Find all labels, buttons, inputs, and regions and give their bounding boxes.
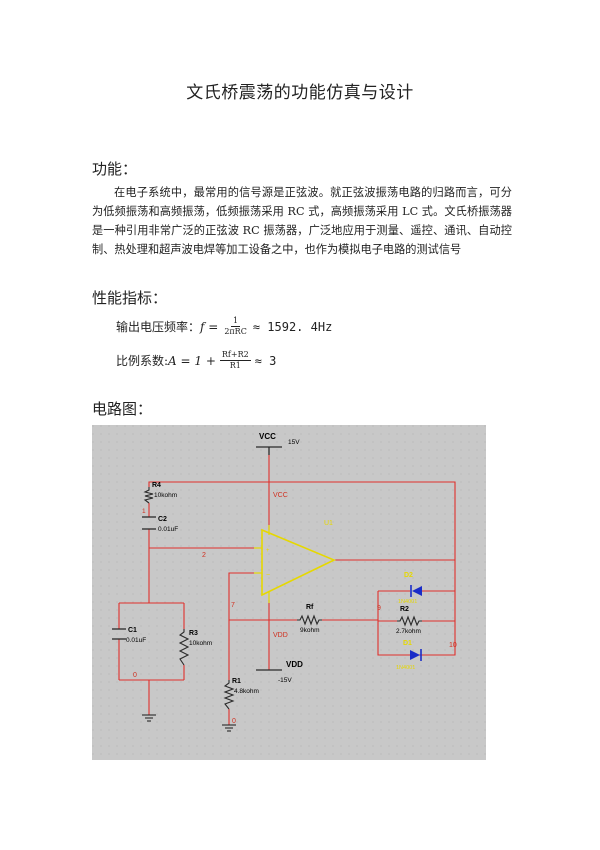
r1-resistor [223,680,235,710]
r4-value: 10kohm [154,492,177,499]
node7-label: 7 [231,602,235,609]
r3-resistor [178,629,190,666]
node9-label: 9 [377,605,381,612]
d1-part: 1N4001 [396,665,415,671]
d2-part: 1N4001 [398,599,417,605]
circuit-heading: 电路图： [92,400,153,418]
grid-background [92,425,486,760]
vdd-label: VDD [286,660,303,669]
performance-heading: 性能指标： [92,289,168,307]
formula-label: 比例系数: [116,354,169,368]
c1-capacitor [112,628,126,640]
r1-value: 4.8kohm [234,688,259,695]
formula-result: ≈ 3 [254,353,277,368]
r3-label: R3 [189,630,198,637]
vcc-label: VCC [259,432,276,441]
node2-label: 2 [202,552,206,559]
formula-lhs: A = 1 + [168,353,216,368]
node0a-label: 0 [133,672,137,679]
ground-symbol [222,724,236,732]
vcc-value: 15V [288,439,300,446]
fraction-denominator: 2πRC [224,327,247,336]
r2-resistor [397,615,422,627]
document-title: 文氏桥震荡的功能仿真与设计 [186,83,414,103]
svg-text:+: + [266,548,270,554]
fraction-denominator: R1 [229,361,241,370]
ground-symbol [142,714,156,722]
svg-text:−: − [266,572,270,579]
r1-label: R1 [232,678,241,685]
c1-value: 0.01uF [126,637,146,644]
c2-capacitor [142,516,156,530]
fraction-numerator: Rf+R2 [219,350,251,361]
fraction-numerator: 1 [231,316,241,327]
diode-d2 [410,585,422,597]
formula-label: 输出电压频率： [116,320,201,334]
d2-label: D2 [404,572,413,579]
node10-label: 10 [449,642,457,649]
vdd-value: -15V [278,677,292,684]
formula-lhs: f = [200,319,219,334]
r4-resistor [143,487,154,504]
node1-label: 1 [142,508,146,515]
frequency-formula: 输出电压频率： f = 1 2πRC ≈ 1592. 4Hz [116,316,332,337]
r2-label: R2 [400,606,409,613]
rf-value: 9kohm [300,627,320,634]
d1-label: D1 [403,640,412,647]
formula-result: ≈ 1592. 4Hz [252,319,333,334]
c1-label: C1 [128,627,137,634]
function-heading: 功能： [92,160,138,178]
vdd-net-label: VDD [273,632,288,639]
function-paragraph: 在电子系统中，最常用的信号源是正弦波。就正弦波振荡电路的归路而言，可分为低频振荡… [92,186,512,256]
circuit-diagram: + − VCC 15V VCC R4 10kohm C2 0.01uF 1 2 … [92,425,486,760]
rf-resistor [297,614,322,626]
vcc-supply [256,446,282,455]
vcc-net-label: VCC [273,492,288,499]
u1-label: U1 [324,520,333,527]
formula-fraction: Rf+R2 R1 [219,350,251,371]
node0b-label: 0 [232,718,236,725]
circuit-svg: + − VCC 15V VCC R4 10kohm C2 0.01uF 1 2 … [92,425,486,760]
opamp-u1: + − [254,525,336,603]
r3-value: 10kohm [189,640,212,647]
gain-formula: 比例系数: A = 1 + Rf+R2 R1 ≈ 3 [116,350,276,371]
diode-d1 [410,649,422,661]
c2-value: 0.01uF [158,526,178,533]
r4-label: R4 [152,482,161,489]
rf-label: Rf [306,604,314,611]
formula-fraction: 1 2πRC [222,316,249,337]
r2-value: 2.7kohm [396,628,421,635]
c2-label: C2 [158,516,167,523]
